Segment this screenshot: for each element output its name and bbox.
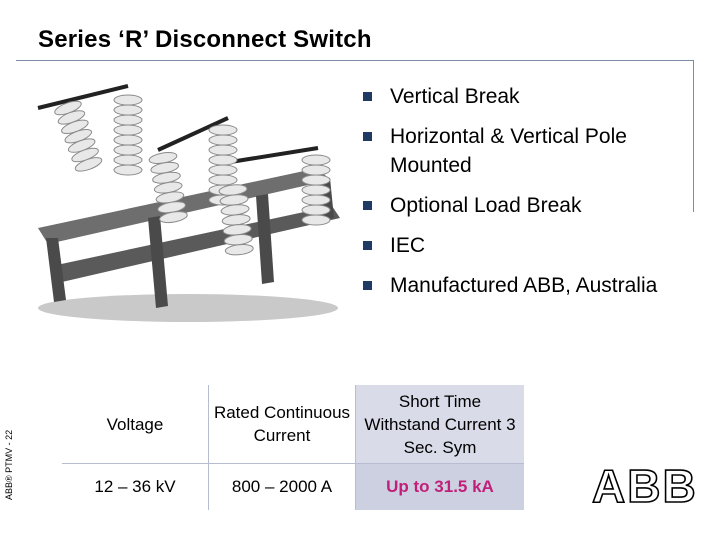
spec-value-row: 12 – 36 kV 800 – 2000 A Up to 31.5 kA xyxy=(62,463,524,510)
spec-table: Voltage Rated Continuous Current Short T… xyxy=(62,385,524,510)
feature-item: IEC xyxy=(362,231,692,260)
square-bullet-icon xyxy=(363,92,372,101)
feature-item: Vertical Break xyxy=(362,82,692,111)
feature-text: IEC xyxy=(390,234,426,257)
feature-text: Optional Load Break xyxy=(390,194,582,217)
svg-text:ABB: ABB xyxy=(592,460,698,508)
feature-list: Vertical Break Horizontal & Vertical Pol… xyxy=(362,82,692,311)
header-voltage: Voltage xyxy=(62,385,209,464)
value-short-time-current: Up to 31.5 kA xyxy=(355,463,524,510)
abb-logo: ABB xyxy=(592,460,698,508)
square-bullet-icon xyxy=(363,201,372,210)
disconnect-switch-photo xyxy=(37,84,340,322)
side-label: ABB® PTMV - 22 xyxy=(4,429,14,500)
feature-text: Manufactured ABB, Australia xyxy=(390,274,658,297)
square-bullet-icon xyxy=(363,132,372,141)
value-rated-current: 800 – 2000 A xyxy=(208,463,356,510)
square-bullet-icon xyxy=(363,281,372,290)
square-bullet-icon xyxy=(363,241,372,250)
title-rule-vertical xyxy=(693,60,694,212)
value-voltage: 12 – 36 kV xyxy=(62,463,209,510)
spec-header-row: Voltage Rated Continuous Current Short T… xyxy=(62,385,524,464)
feature-text: Horizontal & Vertical Pole Mounted xyxy=(390,125,627,177)
feature-item: Optional Load Break xyxy=(362,191,692,220)
header-rated-current: Rated Continuous Current xyxy=(208,385,356,464)
header-short-time-current: Short Time Withstand Current 3 Sec. Sym xyxy=(355,385,524,464)
feature-item: Horizontal & Vertical Pole Mounted xyxy=(362,122,692,180)
title-rule xyxy=(16,60,694,61)
feature-item: Manufactured ABB, Australia xyxy=(362,271,692,300)
feature-text: Vertical Break xyxy=(390,85,520,108)
slide-title: Series ‘R’ Disconnect Switch xyxy=(38,26,372,53)
